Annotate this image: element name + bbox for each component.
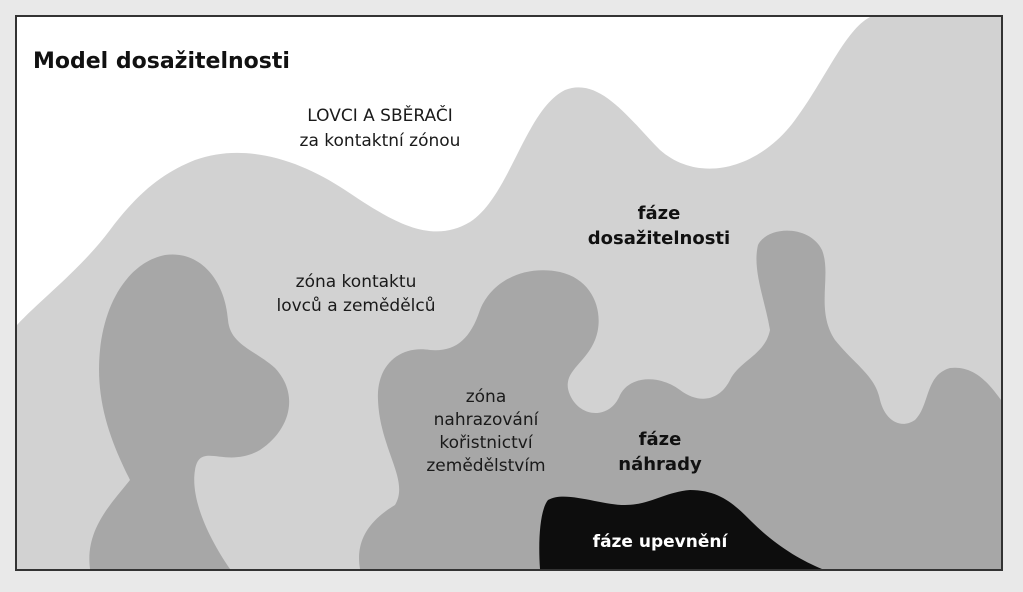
label-beyond-contact-zone: za kontaktní zónou — [300, 131, 461, 151]
consolidation-zone — [539, 490, 822, 569]
label-phase-availability-2: dosažitelnosti — [588, 228, 730, 249]
label-hunters-gatherers: LOVCI A SBĚRAČI — [307, 104, 452, 126]
label-phase-replacement-1: fáze — [639, 429, 682, 450]
label-replacement-zone-2: nahrazování — [434, 410, 540, 430]
label-replacement-zone-1: zóna — [466, 387, 507, 407]
replacement-zone — [89, 230, 1001, 569]
diagram-title: Model dosažitelnosti — [33, 49, 290, 74]
label-phase-replacement-2: náhrady — [618, 454, 702, 475]
label-replacement-zone-3: kořistnictví — [439, 433, 533, 453]
label-contact-zone-1: zóna kontaktu — [296, 272, 417, 292]
label-phase-availability-1: fáze — [638, 203, 681, 224]
label-replacement-zone-4: zemědělstvím — [426, 456, 545, 476]
label-phase-consolidation: fáze upevnění — [593, 532, 729, 552]
replacement-blob-left — [89, 254, 290, 569]
replacement-blob-main — [359, 230, 1001, 569]
label-contact-zone-2: lovců a zemědělců — [276, 296, 435, 316]
